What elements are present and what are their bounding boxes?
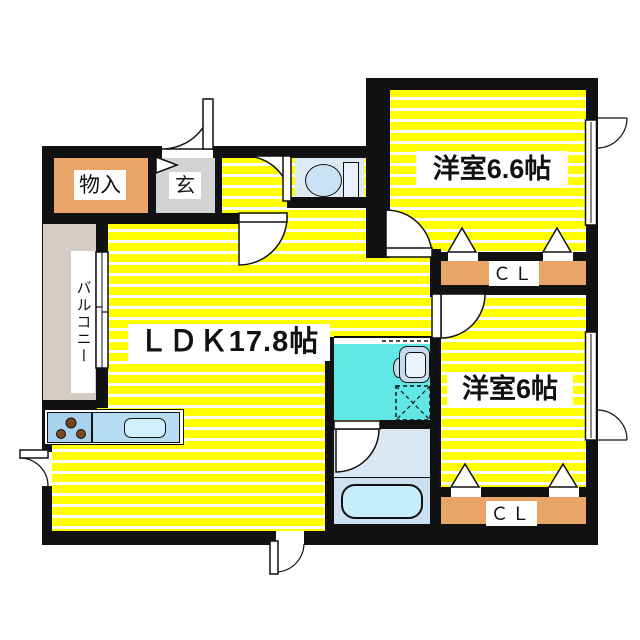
entrance-step-icon: [155, 155, 180, 175]
wall-bottom: [42, 531, 598, 545]
window-right-upper-swing-arc: [596, 117, 628, 149]
closet-lower-track-gap-1: [451, 487, 481, 497]
wall-under-entrance: [42, 213, 239, 224]
entrance-door-leaf-icon: [202, 98, 214, 150]
toilet-door-leaf-icon: [282, 155, 292, 202]
wall-balcony-window-bottom: [96, 368, 108, 408]
ldk-label: ＬＤＫ17.8帖: [128, 324, 330, 361]
wall-washroom-left: [325, 337, 334, 533]
closet-upper-label: ＣＬ: [489, 261, 539, 286]
service-door-bottom-arc-icon: [277, 543, 305, 573]
closet-upper-track-gap-1: [448, 252, 478, 261]
wall-bath-bottom: [325, 524, 443, 534]
bathtub-icon: [341, 484, 423, 519]
bathroom-door-arc-icon: [335, 428, 380, 473]
wall-storage-divider: [148, 146, 156, 214]
room6-door-arc-icon: [440, 293, 486, 339]
wall-closet-upper-top: [432, 252, 586, 261]
stove-burner-1: [65, 417, 77, 429]
wall-top-right: [378, 78, 598, 90]
kitchen-sink: [124, 418, 166, 438]
washroom-folding-door-icon: [334, 336, 430, 344]
wall-left-upper: [42, 146, 54, 224]
wall-closet-lower-top: [437, 487, 586, 497]
closet-lower-slider-triangle-2: [547, 462, 579, 488]
storage-label: 物入: [74, 170, 126, 200]
window-right-lower-swing-arc: [596, 409, 628, 441]
wall-room6-left: [430, 336, 441, 533]
service-doorway-bottom: [276, 531, 304, 545]
vanity-basin: [405, 352, 426, 378]
washing-machine-pan-x2: [395, 385, 431, 421]
ldk-door-leaf-icon: [238, 212, 288, 223]
wall-washroom-bath-divider: [380, 420, 435, 429]
room6-door-leaf-icon: [431, 293, 442, 339]
stove-burner-3: [76, 429, 86, 439]
western-room-6-label: 洋室6帖: [447, 372, 573, 407]
entrance-label: 玄: [169, 172, 201, 199]
room66-door-leaf-icon: [385, 247, 433, 258]
wall-toilet-bottom: [287, 197, 385, 208]
service-door-left-leaf-icon: [19, 449, 49, 459]
closet-upper-slider-triangle-1: [446, 226, 478, 253]
closet-upper-slider-triangle-2: [541, 226, 573, 253]
western-room-66-label: 洋室6.6帖: [416, 151, 568, 187]
service-door-bottom-leaf-icon: [269, 540, 279, 575]
washing-machine-pan-icon: [395, 385, 431, 421]
wall-closet-lower-bottom: [430, 524, 598, 533]
wall-top-left: [42, 146, 385, 158]
wall-balcony-window-top: [96, 222, 108, 252]
closet-lower-slider-triangle-1: [449, 462, 481, 488]
service-doorway-left: [42, 452, 52, 486]
closet-upper-track-gap-2: [543, 252, 573, 261]
toilet-tank: [343, 162, 359, 198]
bathroom-door-leaf-icon: [333, 420, 381, 430]
balcony-label: バルコニー: [71, 251, 95, 393]
wall-below-closet-upper: [430, 285, 598, 295]
service-door-left-arc-icon: [19, 457, 49, 487]
closet-lower-label: ＣＬ: [486, 501, 537, 526]
ldk-door-arc-icon: [238, 216, 288, 266]
toilet-bowl-icon: [305, 164, 342, 197]
stove-burner-2: [56, 429, 66, 439]
wall-closet-upper-left: [430, 249, 441, 297]
closet-lower-track-gap-2: [549, 487, 579, 497]
wall-entrance-divider: [215, 146, 222, 214]
